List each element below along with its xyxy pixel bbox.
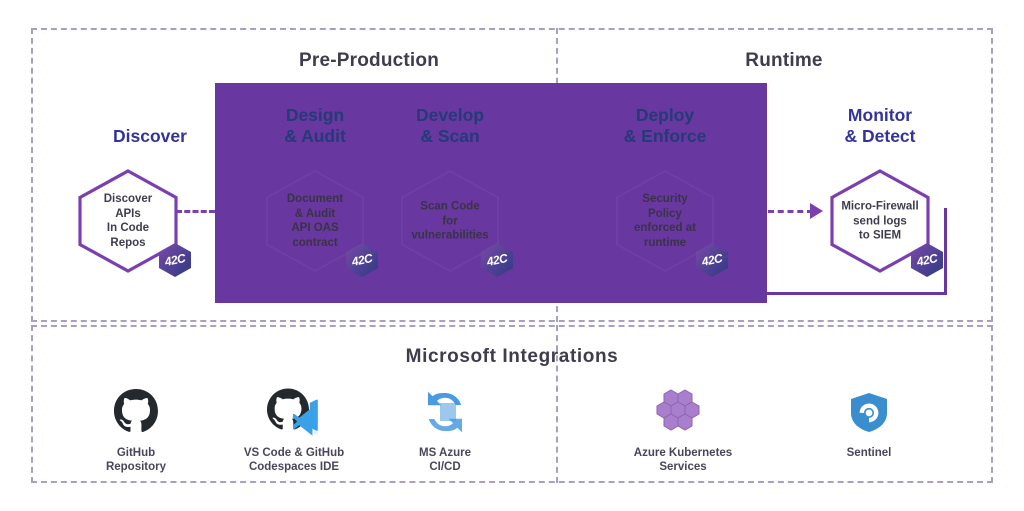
hexagon-icon	[830, 169, 930, 273]
stage-divider-bottom	[556, 325, 558, 483]
github-icon	[61, 382, 211, 442]
integration-azure-devops-label: MS Azure CI/CD	[419, 447, 471, 473]
integration-azure-devops[interactable]: MS Azure CI/CD	[370, 382, 520, 474]
hexagon-icon	[266, 169, 364, 273]
badge-42c: 42C	[910, 242, 944, 278]
sentinel-shield-icon	[794, 382, 944, 442]
integration-github-label: GitHub Repository	[105, 447, 167, 473]
integrations-frame	[31, 325, 993, 483]
node-design-label: Document & Audit API OAS contract	[286, 193, 344, 249]
arrow-head-icon	[810, 203, 823, 219]
integrations-title: Microsoft Integrations	[405, 346, 619, 367]
stage-title-preproduction: Pre-Production	[298, 50, 440, 71]
badge-42c-label: 42C	[915, 251, 939, 269]
connector-discover-to-design	[176, 210, 215, 213]
node-discover[interactable]: Discover APIs In Code Repos 42C	[76, 168, 191, 277]
node-deploy-label: Security Policy enforced at runtime	[634, 193, 696, 249]
badge-42c-label: 42C	[163, 251, 187, 269]
lifecycle-frame	[31, 28, 993, 322]
badge-42c: 42C	[695, 242, 729, 278]
integration-sentinel[interactable]: Sentinel	[794, 382, 944, 460]
phase-heading-deploy: Deploy & Enforce	[623, 105, 707, 146]
badge-42c: 42C	[158, 242, 192, 278]
integration-aks[interactable]: Azure Kubernetes Services	[608, 382, 758, 474]
connector-deploy-to-monitor	[768, 210, 813, 213]
hexagon-badge-icon	[346, 243, 378, 277]
node-design[interactable]: Document & Audit API OAS contract 42C	[263, 168, 378, 277]
vscode-github-icon	[219, 382, 369, 442]
hexagon-icon	[616, 169, 714, 273]
azure-devops-icon	[370, 382, 520, 442]
node-develop[interactable]: Scan Code for vulnerabilities 42C	[398, 168, 513, 277]
hexagon-icon	[401, 169, 499, 273]
phase-heading-develop: Develop & Scan	[415, 105, 485, 146]
node-monitor[interactable]: Micro-Firewall send logs to SIEM 42C	[828, 168, 943, 277]
integration-sentinel-label: Sentinel	[846, 447, 892, 459]
badge-42c-label: 42C	[350, 251, 374, 269]
hexagon-icon	[78, 169, 178, 273]
integration-vscode[interactable]: VS Code & GitHub Codespaces IDE	[219, 382, 369, 474]
hexagon-badge-icon	[696, 243, 728, 277]
phase-heading-design: Design & Audit	[284, 105, 346, 146]
node-develop-label: Scan Code for vulnerabilities	[411, 200, 489, 242]
node-discover-label: Discover APIs In Code Repos	[103, 193, 153, 249]
badge-42c-label: 42C	[485, 251, 509, 269]
hexagon-badge-icon	[481, 243, 513, 277]
phase-heading-discover: Discover	[113, 126, 187, 146]
node-deploy[interactable]: Security Policy enforced at runtime 42C	[613, 168, 728, 277]
badge-42c-label: 42C	[700, 251, 724, 269]
azure-kubernetes-icon	[608, 382, 758, 442]
integration-github[interactable]: GitHub Repository	[61, 382, 211, 474]
feedback-loop-right-segment	[944, 208, 947, 295]
feedback-loop-bottom-segment	[767, 292, 947, 295]
hexagon-badge-icon	[911, 243, 943, 277]
badge-42c: 42C	[345, 242, 379, 278]
integration-aks-label: Azure Kubernetes Services	[633, 447, 733, 473]
badge-42c: 42C	[480, 242, 514, 278]
node-monitor-label: Micro-Firewall send logs to SIEM	[841, 200, 919, 242]
hexagon-badge-icon	[159, 243, 191, 277]
stage-title-runtime: Runtime	[745, 50, 823, 71]
integration-vscode-label: VS Code & GitHub Codespaces IDE	[243, 447, 345, 473]
phase-heading-monitor: Monitor & Detect	[844, 105, 916, 146]
